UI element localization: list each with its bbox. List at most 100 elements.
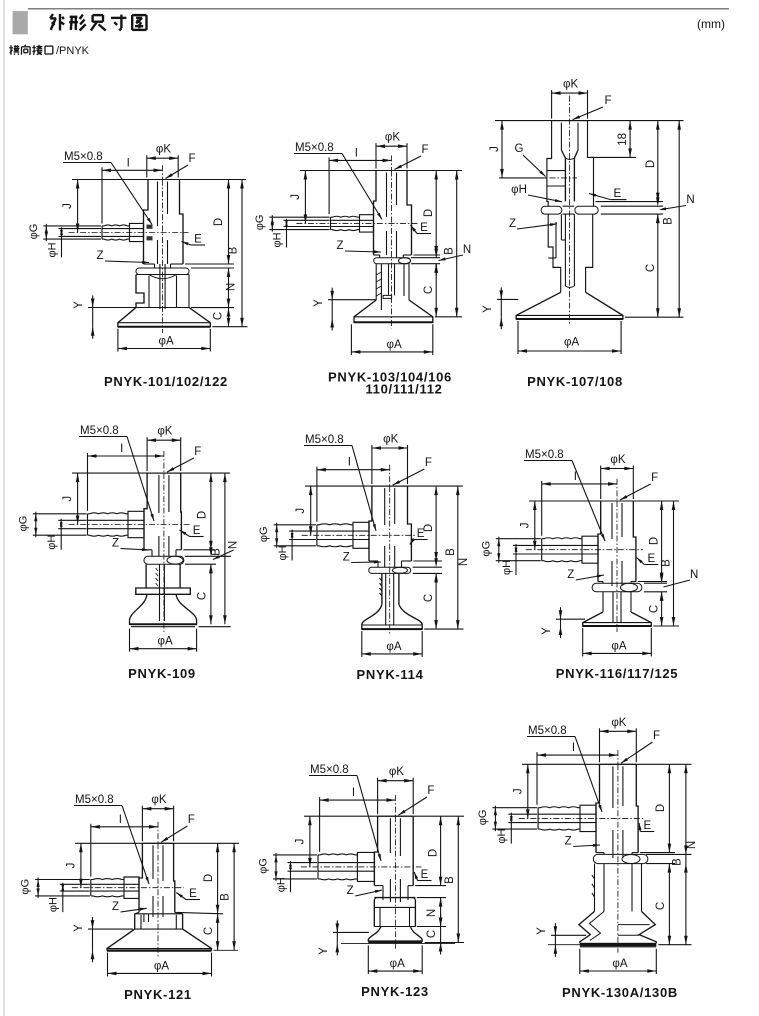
svg-text:φH: φH — [46, 242, 58, 257]
svg-text:I: I — [127, 157, 130, 169]
svg-text:PNYK-103/104/106: PNYK-103/104/106 — [328, 370, 452, 385]
svg-text:M5×0.8: M5×0.8 — [305, 434, 344, 446]
svg-text:Z: Z — [509, 218, 516, 230]
svg-text:PNYK-130A/130B: PNYK-130A/130B — [562, 985, 678, 1000]
svg-text:φA: φA — [611, 640, 626, 652]
svg-text:φH: φH — [48, 897, 60, 912]
svg-text:F: F — [188, 153, 195, 165]
svg-text:φH: φH — [46, 535, 58, 550]
svg-text:B: B — [671, 858, 683, 866]
svg-text:φA: φA — [612, 958, 627, 970]
svg-text:M5×0.8: M5×0.8 — [310, 764, 349, 776]
svg-text:φK: φK — [389, 766, 404, 778]
svg-text:Z: Z — [567, 569, 574, 581]
svg-text:M5×0.8: M5×0.8 — [295, 142, 334, 154]
svg-text:E: E — [189, 888, 197, 900]
svg-text:F: F — [188, 814, 195, 826]
svg-text:N: N — [463, 244, 471, 256]
svg-text:M5×0.8: M5×0.8 — [528, 725, 567, 737]
svg-text:Z: Z — [336, 240, 343, 252]
svg-text:Z: Z — [347, 885, 354, 897]
svg-text:J: J — [65, 863, 77, 869]
svg-text:N: N — [458, 558, 470, 566]
svg-text:φH: φH — [277, 545, 289, 560]
svg-text:Z: Z — [565, 836, 572, 848]
svg-text:J: J — [294, 839, 306, 845]
svg-text:Y: Y — [73, 301, 85, 309]
svg-text:Z: Z — [343, 552, 350, 564]
svg-text:18: 18 — [617, 133, 629, 146]
svg-text:F: F — [651, 472, 658, 484]
svg-text:C: C — [213, 312, 225, 320]
svg-text:B: B — [663, 217, 675, 225]
svg-text:φH: φH — [275, 877, 287, 892]
svg-text:φK: φK — [385, 132, 400, 144]
svg-text:B: B — [444, 247, 456, 255]
svg-text:B: B — [220, 893, 232, 901]
svg-text:J: J — [512, 788, 524, 794]
svg-text:B: B — [210, 548, 222, 556]
svg-text:M5×0.8: M5×0.8 — [525, 449, 564, 461]
svg-text:φA: φA — [159, 336, 174, 348]
svg-text:φK: φK — [151, 794, 166, 806]
svg-text:PNYK-101/102/122: PNYK-101/102/122 — [104, 374, 228, 389]
svg-text:φG: φG — [28, 224, 40, 240]
svg-text:Y: Y — [318, 947, 330, 955]
svg-text:Z: Z — [96, 250, 103, 262]
svg-text:I: I — [572, 742, 575, 754]
svg-text:F: F — [421, 144, 428, 156]
svg-text:φK: φK — [156, 144, 171, 156]
svg-text:φK: φK — [563, 79, 578, 91]
svg-text:D: D — [203, 874, 215, 882]
svg-text:/PNYK: /PNYK — [56, 45, 90, 57]
svg-text:D: D — [649, 537, 661, 545]
svg-text:I: I — [352, 787, 355, 799]
svg-text:φH: φH — [496, 829, 508, 844]
svg-text:J: J — [62, 496, 74, 502]
svg-text:E: E — [643, 820, 651, 832]
svg-text:J: J — [62, 203, 74, 209]
svg-text:B: B — [445, 548, 457, 556]
svg-text:φA: φA — [387, 339, 402, 351]
svg-text:M5×0.8: M5×0.8 — [80, 425, 119, 437]
svg-text:N: N — [228, 541, 240, 549]
svg-text:PNYK-123: PNYK-123 — [361, 984, 429, 999]
svg-text:φG: φG — [480, 541, 492, 557]
svg-text:D: D — [423, 209, 435, 217]
svg-text:C: C — [645, 264, 657, 272]
svg-text:φK: φK — [610, 454, 625, 466]
svg-text:F: F — [425, 457, 432, 469]
svg-text:D: D — [655, 804, 667, 812]
svg-text:φK: φK — [383, 434, 398, 446]
svg-text:φA: φA — [154, 960, 169, 972]
svg-text:B: B — [661, 559, 673, 567]
svg-text:N: N — [686, 841, 698, 849]
svg-text:I: I — [355, 147, 358, 159]
svg-text:E: E — [613, 188, 621, 200]
svg-text:φH: φH — [501, 560, 513, 575]
svg-text:F: F — [427, 785, 434, 797]
svg-text:PNYK-107/108: PNYK-107/108 — [527, 374, 623, 389]
svg-text:F: F — [604, 95, 611, 107]
svg-text:C: C — [203, 927, 215, 935]
svg-text:M5×0.8: M5×0.8 — [75, 794, 114, 806]
svg-text:C: C — [196, 592, 208, 600]
svg-text:φG: φG — [17, 516, 29, 532]
svg-text:C: C — [426, 930, 438, 938]
svg-text:PNYK-114: PNYK-114 — [356, 667, 423, 682]
svg-text:F: F — [653, 730, 660, 742]
svg-text:φA: φA — [564, 337, 579, 349]
svg-text:M5×0.8: M5×0.8 — [64, 151, 103, 163]
svg-text:PNYK-116/117/125: PNYK-116/117/125 — [556, 666, 679, 681]
svg-text:Z: Z — [112, 538, 119, 550]
svg-text:I: I — [348, 457, 351, 469]
svg-text:C: C — [649, 605, 661, 613]
svg-text:E: E — [194, 234, 202, 246]
svg-text:D: D — [213, 218, 225, 226]
svg-text:Y: Y — [313, 299, 325, 307]
svg-text:B: B — [444, 876, 456, 884]
svg-text:B: B — [227, 246, 239, 254]
svg-text:Z: Z — [112, 901, 119, 913]
svg-text:J: J — [295, 508, 307, 514]
svg-text:φG: φG — [20, 879, 32, 895]
